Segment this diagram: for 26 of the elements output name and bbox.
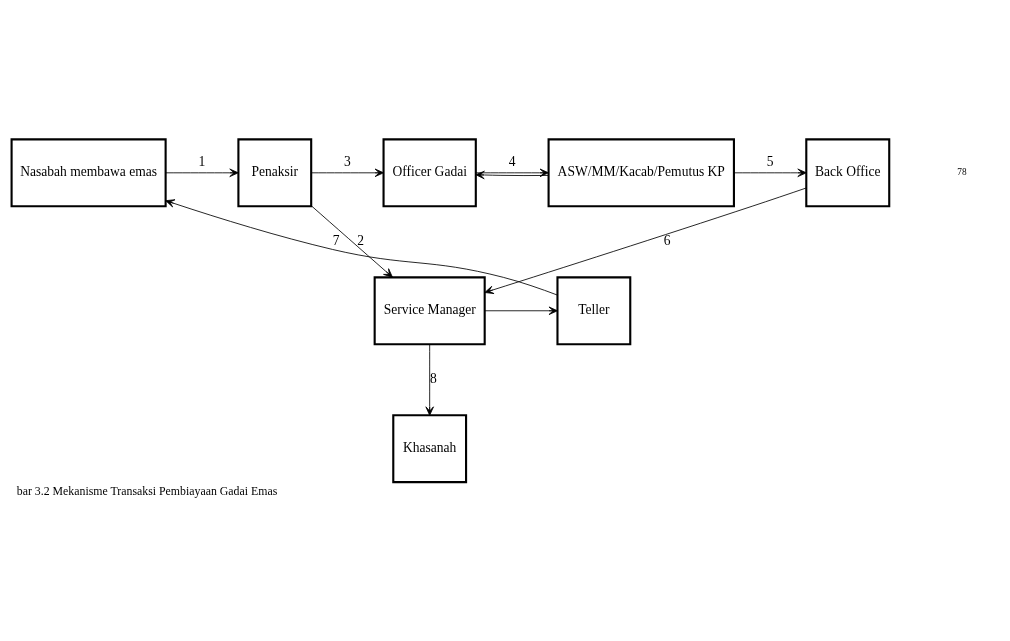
arrow xyxy=(165,168,239,178)
edge-label: 3 xyxy=(343,153,351,169)
node-box: Khasanah xyxy=(392,414,468,484)
label: 78 xyxy=(957,167,967,178)
arrow xyxy=(311,168,384,178)
edge-label: 5 xyxy=(766,153,774,169)
edge-label: 4 xyxy=(508,153,516,169)
edge-label: 6 xyxy=(663,233,671,249)
arrow xyxy=(484,306,558,315)
node-box: Nasabah membawa emas xyxy=(10,138,167,208)
edge-label: 2 xyxy=(357,233,365,249)
arrow xyxy=(733,168,807,178)
node-box: ASW/MM/Kacab/Pemutus KP xyxy=(547,138,735,208)
node-box: Officer Gadai xyxy=(382,138,477,208)
node-box: Penaksir xyxy=(237,138,313,208)
edge-label: 8 xyxy=(430,370,437,386)
edge-label: 1 xyxy=(198,153,206,169)
caption: bar 3.2 Mekanisme Transaksi Pembiayaan Gadai Emas xyxy=(16,484,278,499)
node-box: Service Manager xyxy=(373,276,486,346)
edge-label: 7 xyxy=(332,233,340,249)
arrow xyxy=(425,343,434,416)
arrow xyxy=(165,199,558,296)
node-box: Teller xyxy=(556,276,632,346)
node-box: Back Office xyxy=(805,138,891,208)
arrow xyxy=(311,205,393,278)
arrow xyxy=(484,187,807,294)
